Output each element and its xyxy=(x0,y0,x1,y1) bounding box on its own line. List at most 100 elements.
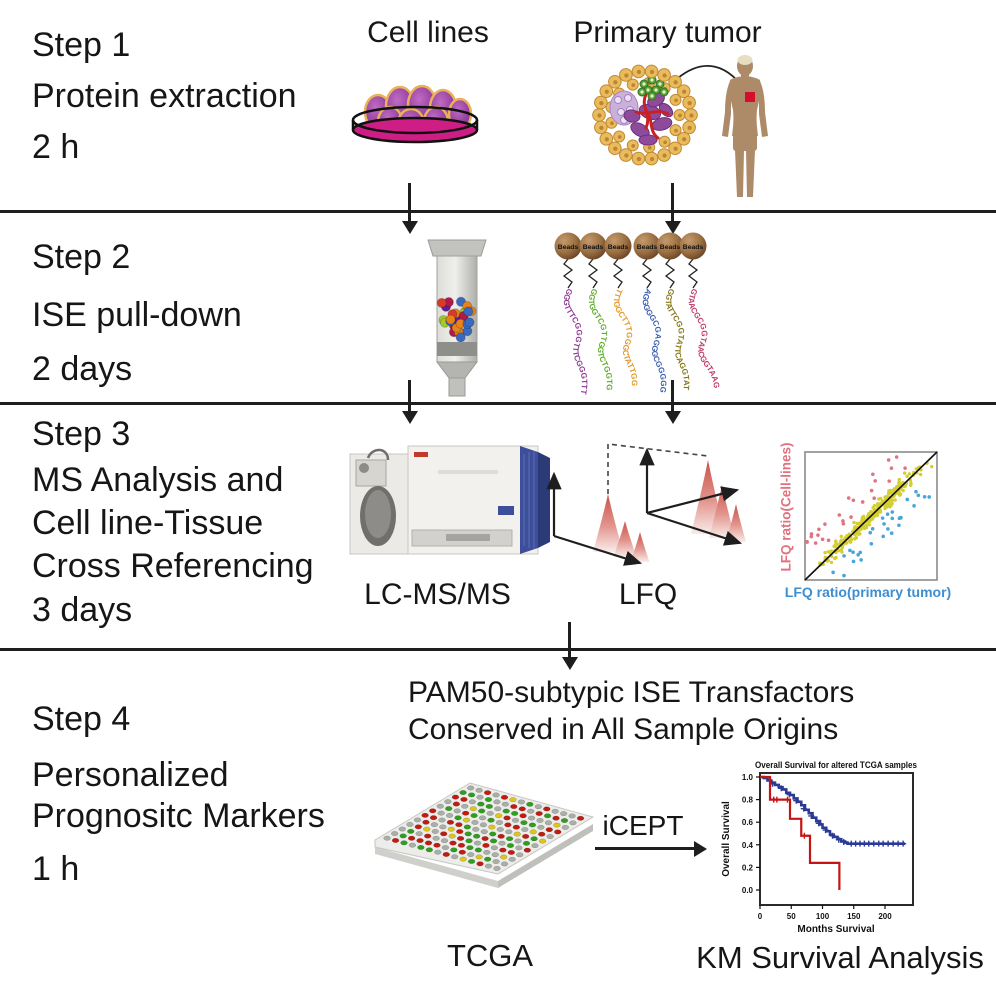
km-censor-mark xyxy=(822,827,829,834)
scatter-dot xyxy=(858,532,862,536)
tcga-well xyxy=(480,829,488,835)
mass-spectrometer-illustration xyxy=(349,445,550,555)
scatter-dot xyxy=(888,502,892,506)
step2-title: Step 2 xyxy=(32,238,131,276)
tcga-well xyxy=(511,810,519,816)
scatter-dot xyxy=(886,527,890,531)
scatter-dot xyxy=(894,455,899,459)
tcga-well xyxy=(543,813,552,819)
tcga-well xyxy=(482,843,490,848)
tcga-well xyxy=(537,824,545,830)
tcga-well xyxy=(459,790,467,796)
tcga-well xyxy=(462,810,470,816)
tcga-well xyxy=(429,815,438,821)
tcga-well xyxy=(529,829,537,835)
scatter-dot xyxy=(887,479,892,483)
tcga-well xyxy=(467,785,475,791)
scatter-dot xyxy=(890,516,895,521)
tcga-well xyxy=(505,836,514,842)
tumor-cell-nucleus xyxy=(678,113,682,118)
km-x-axis-label: Months Survival xyxy=(797,924,874,935)
flow-arrow-beads-step3 xyxy=(671,380,674,412)
tumor-cell-nucleus xyxy=(689,113,694,118)
tcga-well xyxy=(551,808,559,814)
tcga-well xyxy=(543,806,551,812)
tcga-well xyxy=(498,840,506,846)
km-censor-mark xyxy=(801,832,808,839)
tcga-well xyxy=(518,806,526,812)
tcga-well xyxy=(407,828,415,834)
tcga-well xyxy=(436,803,444,809)
cross-reference-scatter-plot xyxy=(804,451,938,581)
ms-tray-slot xyxy=(446,534,490,541)
km-censor-mark xyxy=(808,812,815,819)
tumor-green-cell-core xyxy=(662,90,666,94)
km-ytick-label: 0.0 xyxy=(742,886,754,895)
tumor-green-cell-core xyxy=(650,94,654,98)
tcga-well xyxy=(478,808,486,814)
scatter-y-axis-label: LFQ ratio(Cell-lines) xyxy=(778,442,794,572)
scatter-dot xyxy=(886,491,891,496)
tcga-well xyxy=(505,829,513,835)
tcga-well xyxy=(492,859,500,865)
tcga-well xyxy=(439,824,447,830)
scatter-dot xyxy=(889,466,894,470)
tumor-green-cell-core xyxy=(640,90,644,94)
column-flange xyxy=(427,239,487,257)
lfq-peak xyxy=(613,521,637,557)
tumor-site-marker xyxy=(745,92,755,102)
tcga-well xyxy=(536,817,544,823)
tumor-cell-nucleus xyxy=(624,153,629,158)
km-ytick-label: 0.4 xyxy=(742,841,754,850)
scatter-dot xyxy=(877,497,881,501)
scatter-dot xyxy=(888,505,892,509)
scatter-dot xyxy=(846,496,851,500)
step4-header-line1: PAM50-subtypic ISE Transfactors xyxy=(408,676,855,709)
scatter-diagonal xyxy=(804,451,938,581)
tcga-well xyxy=(502,808,510,814)
scatter-dot xyxy=(902,484,907,489)
flow-arrow-column-step3 xyxy=(408,380,411,412)
tcga-well xyxy=(458,849,466,855)
step3-line2: Cell line-Tissue xyxy=(32,504,264,542)
tcga-well xyxy=(460,797,468,802)
km-xtick-label: 0 xyxy=(758,912,763,921)
km-xtick-label: 100 xyxy=(816,912,830,921)
tcga-well xyxy=(408,842,417,848)
scatter-dot xyxy=(839,534,843,539)
tcga-well xyxy=(494,806,502,812)
ms-capillary-tube xyxy=(366,448,390,461)
tcga-well xyxy=(413,817,422,823)
tcga-well xyxy=(476,794,484,800)
lfq-left-x-axis xyxy=(553,534,643,566)
flow-arrow-cell-line-step2 xyxy=(408,183,411,222)
km-ytick-label: 1.0 xyxy=(742,773,754,782)
scatter-dot xyxy=(840,550,844,554)
scatter-dot xyxy=(872,503,877,508)
tcga-well xyxy=(398,826,406,832)
tcga-well xyxy=(425,847,433,853)
lfq-peak xyxy=(630,532,650,562)
tcga-well xyxy=(552,815,560,821)
tcga-well xyxy=(545,827,553,833)
tcga-well xyxy=(407,835,416,841)
scatter-dot xyxy=(817,527,821,532)
tumor-cell-nucleus xyxy=(599,125,604,131)
scatter-dot xyxy=(820,537,825,542)
tcga-well xyxy=(485,803,493,809)
tcga-well xyxy=(500,794,509,800)
step1-duration: 2 h xyxy=(32,128,80,166)
tcga-well xyxy=(501,801,510,807)
scatter-dot xyxy=(890,498,894,502)
tcga-well xyxy=(438,817,446,823)
scatter-dot xyxy=(889,531,894,536)
scatter-dot xyxy=(876,502,880,506)
tcga-well xyxy=(534,804,542,810)
tcga-well xyxy=(553,822,561,828)
step1-line: Protein extraction xyxy=(32,77,297,115)
svg-text:Beads: Beads xyxy=(608,244,629,251)
tcga-well xyxy=(495,820,504,826)
scatter-dot xyxy=(856,553,860,557)
svg-text:Beads: Beads xyxy=(637,244,658,251)
aptamer-sequence-6: GTAACGCGGTAACGGTAAG xyxy=(687,287,721,389)
